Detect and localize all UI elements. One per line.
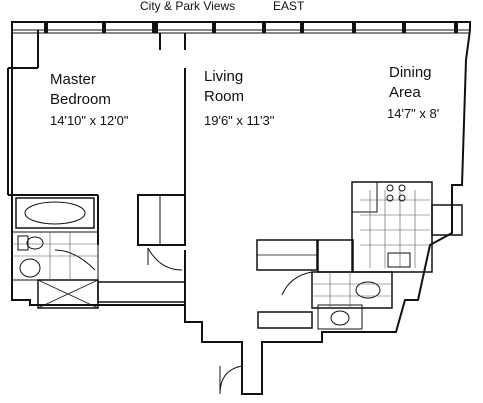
master-bedroom-label-line2: Bedroom [50,91,111,108]
bath2-sink [330,310,350,326]
fridge [351,181,378,213]
bedroom-wall [7,68,186,305]
laundry [317,239,354,273]
master-bedroom-label-line1: Master [50,71,96,88]
living-room-label-line2: Room [204,88,245,105]
window-mullions [44,21,458,33]
bath1-tub [15,197,95,229]
linen-closet [97,281,186,303]
kitchen-tile-grid [360,190,430,268]
view-title: City & Park Views [140,0,236,13]
kitchen-island [431,204,463,236]
bath1-tile-grid [12,232,98,280]
dining-area-label-line1: Dining [389,64,432,81]
bath2-door [281,271,313,296]
hall-closet [257,311,313,329]
bath2-toilet [355,281,381,299]
exterior-wall [11,21,471,395]
bedroom-top-wall [8,30,39,69]
bath1-sink [19,258,41,278]
stove-burners [386,184,406,202]
bath2-vanity [317,304,363,330]
dining-area-dimensions: 14'7" x 8' [387,106,440,121]
living-room-label-line1: Living [204,68,244,85]
master-bedroom-dimensions: 14'10" x 12'0" [50,113,129,128]
bath1-door [54,249,96,271]
view-direction: EAST [273,0,305,13]
closet-door [147,247,183,271]
entry-door [219,365,243,395]
kitchen-sink [387,252,411,268]
dining-area-label-line2: Area [389,84,421,101]
bedroom-closet [137,194,186,246]
bath2-tile-grid [312,272,392,308]
bath1-toilet [17,235,29,251]
living-room-dimensions: 19'6" x 11'3" [204,113,275,128]
